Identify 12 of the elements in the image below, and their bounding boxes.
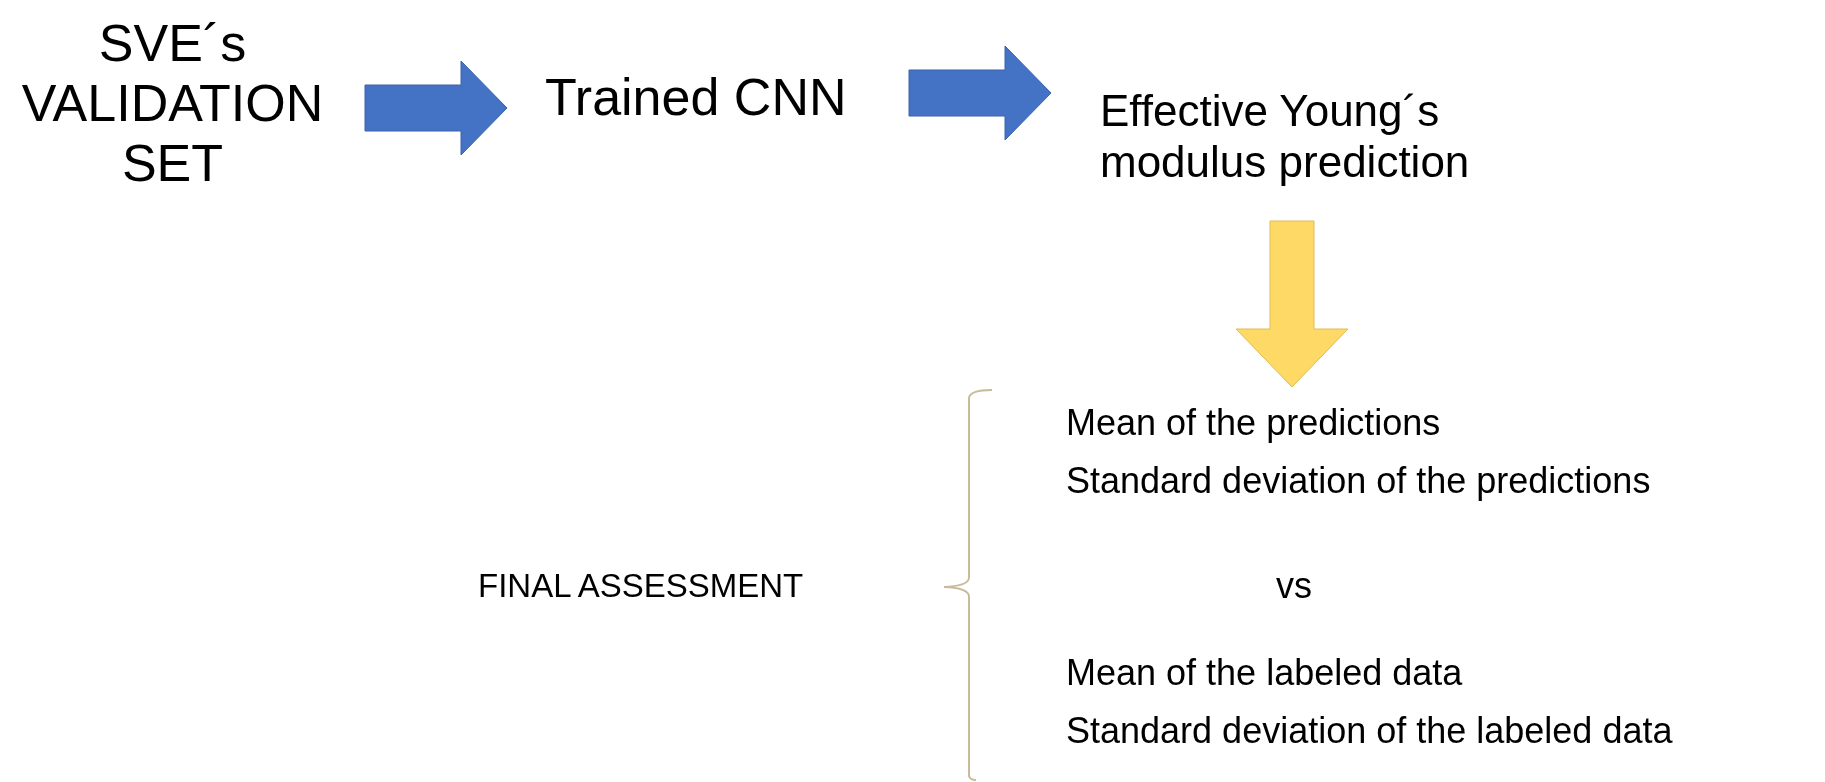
node-text: Standard deviation of the predictions [1066,460,1651,502]
node-text: vs [1276,565,1312,607]
node-text: SVE´s VALIDATION SET [20,14,325,194]
block-arrow [1235,220,1349,388]
section-label: FINAL ASSESSMENT [478,567,804,605]
block-arrow [908,45,1052,141]
node-text: Trained CNN [545,68,847,128]
node-text: Standard deviation of the labeled data [1066,710,1673,752]
node-text: Effective Young´s modulus prediction [1100,86,1471,188]
block-arrow [364,60,508,156]
node-text: Mean of the predictions [1066,402,1441,444]
node-text: Mean of the labeled data [1066,652,1463,694]
